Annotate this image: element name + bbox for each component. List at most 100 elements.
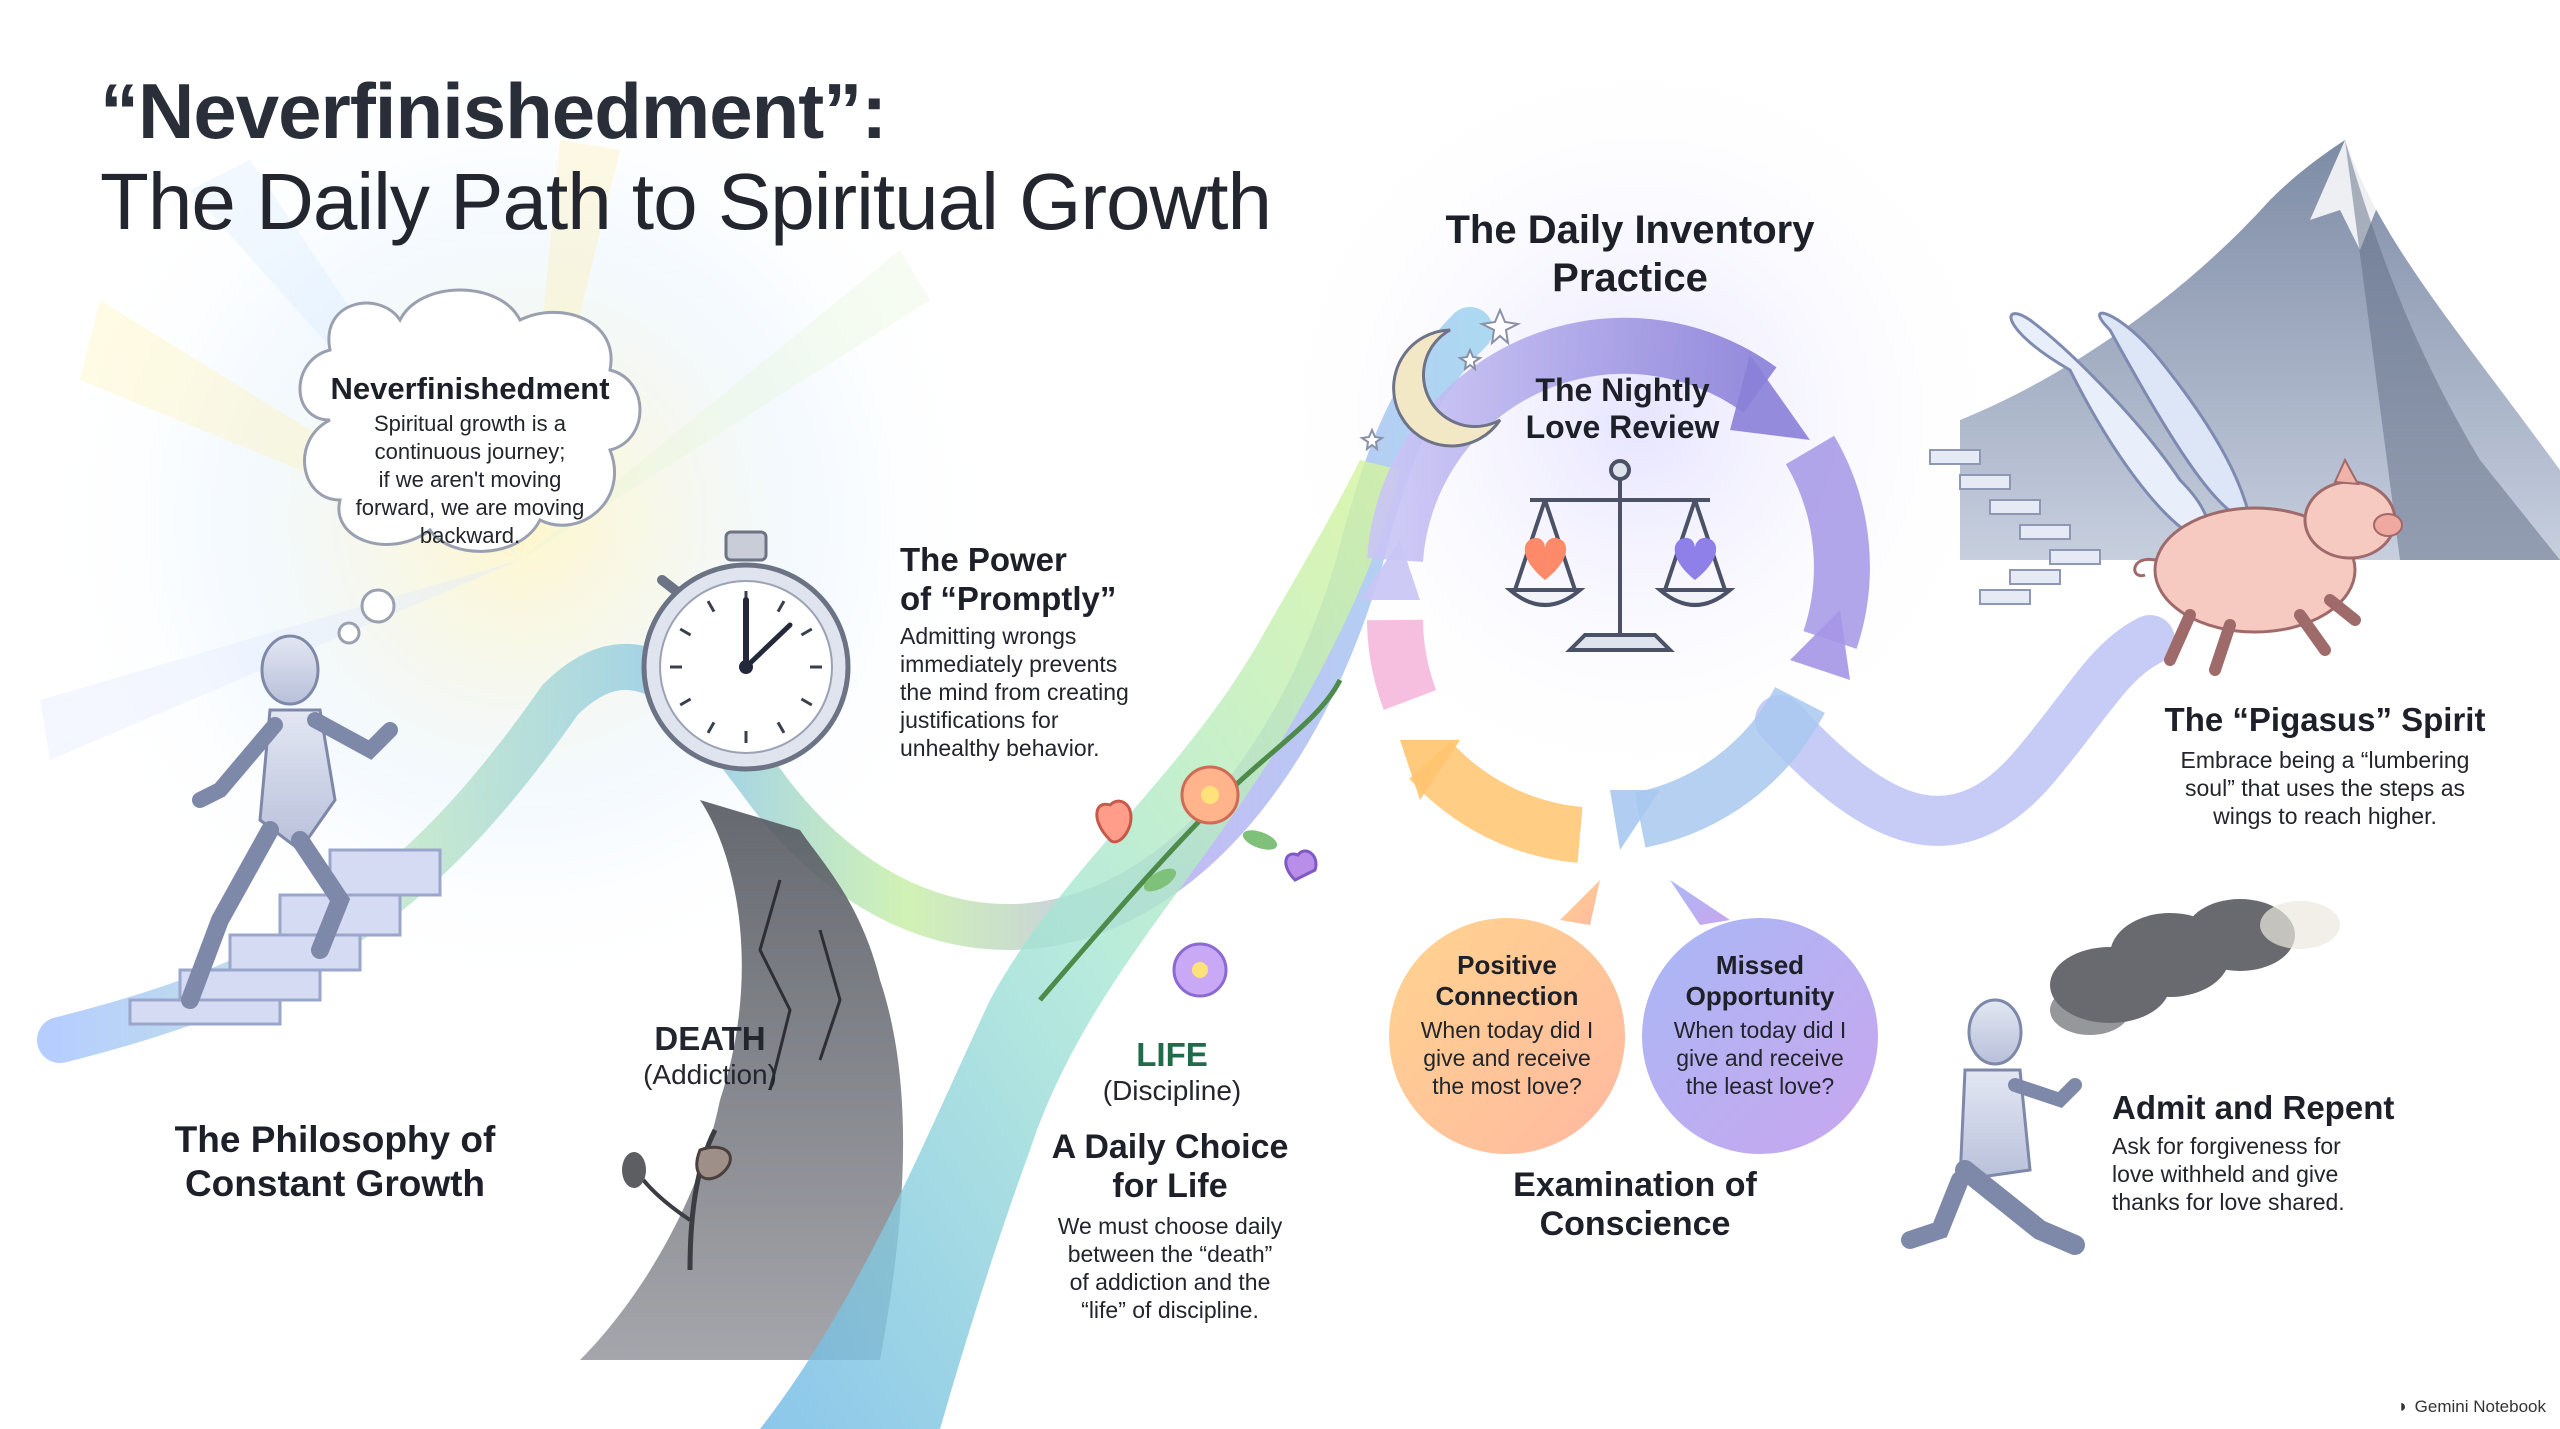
smoke-icon: [2050, 899, 2340, 1035]
mountain-icon: [1960, 140, 2560, 560]
thought-bubble-body: Spiritual growth is a continuous journey…: [300, 410, 640, 550]
conscience-heading-line: Conscience: [1539, 1205, 1731, 1243]
nightly-review-line: Love Review: [1525, 409, 1720, 445]
missed-heading-line: Opportunity: [1685, 981, 1835, 1011]
admit-block: Admit and Repent Ask for forgiveness for…: [2112, 1088, 2432, 1216]
promptly-heading-line: of “Promptly”: [900, 580, 1117, 617]
admit-heading: Admit and Repent: [2112, 1089, 2395, 1126]
missed-heading-line: Missed: [1715, 950, 1805, 980]
daily-choice-line: We must choose daily: [1057, 1213, 1283, 1239]
daily-choice-line: “life” of discipline.: [1081, 1297, 1259, 1323]
missed-bubble: [1642, 880, 1878, 1154]
stopwatch-tick: [800, 627, 813, 637]
inventory-heading: The Daily Inventory Practice: [1400, 206, 1860, 302]
inventory-heading-line: Practice: [1552, 256, 1708, 300]
stopwatch-tick: [679, 697, 692, 707]
kneeling-figure: [1901, 998, 2085, 1255]
promptly-heading-line: The Power: [900, 541, 1067, 578]
pigasus-line: soul” that uses the steps as: [2185, 775, 2465, 801]
death-sublabel: (Addiction): [643, 1059, 777, 1090]
wilted-flower-icon: [622, 1128, 732, 1271]
gemini-logo-icon: ◗: [2397, 1396, 2409, 1416]
admit-line: Ask for forgiveness for: [2112, 1133, 2341, 1159]
promptly-block: The Power of “Promptly” Admitting wrongs…: [900, 540, 1200, 762]
missed-opportunity-block: Missed Opportunity When today did I give…: [1650, 950, 1870, 1100]
path-to-pigasus: [1755, 615, 2175, 846]
thought-cloud: [298, 288, 642, 645]
positive-bubble: [1389, 880, 1625, 1154]
death-label: DEATH: [654, 1020, 766, 1057]
inventory-cycle: [1367, 317, 1870, 863]
missed-line: When today did I: [1673, 1017, 1847, 1043]
thought-line: backward.: [419, 523, 521, 548]
title-line2: The Daily Path to Spiritual Growth: [100, 157, 1272, 246]
title-line1: “Neverfinishedment”:: [100, 67, 887, 155]
promptly-line: immediately prevents: [900, 651, 1118, 677]
stopwatch-tick: [776, 600, 786, 613]
philosophy-heading: The Philosophy of Constant Growth: [140, 1118, 530, 1206]
positive-line: When today did I: [1420, 1017, 1594, 1043]
stopwatch-tick: [776, 721, 786, 734]
daily-choice-line: of addiction and the: [1069, 1269, 1271, 1295]
heart-missed-icon: [1674, 537, 1717, 580]
missed-line: the least love?: [1685, 1073, 1835, 1099]
thought-bubble-heading: Neverfinishedment: [330, 371, 610, 406]
promptly-body: Admitting wrongs immediately prevents th…: [900, 622, 1200, 762]
death-label-block: DEATH (Addiction): [610, 1020, 810, 1092]
promptly-line: Admitting wrongs: [900, 623, 1077, 649]
conscience-heading-line: Examination of: [1513, 1166, 1757, 1204]
missed-heading: Missed Opportunity: [1650, 950, 1870, 1012]
daily-choice-heading-line: A Daily Choice: [1051, 1128, 1289, 1166]
admit-body: Ask for forgiveness for love withheld an…: [2112, 1132, 2432, 1216]
promptly-line: the mind from creating: [900, 679, 1129, 705]
thought-bubble-text: Neverfinishedment Spiritual growth is a …: [300, 370, 640, 550]
moon-icon: [1392, 328, 1502, 448]
nightly-review-line: The Nightly: [1535, 372, 1710, 408]
staircase-right: [1929, 449, 2101, 605]
river: [760, 460, 1400, 1429]
life-sublabel: (Discipline): [1102, 1075, 1242, 1106]
brand-label: ◗ Gemini Notebook: [2398, 1396, 2546, 1417]
thought-line: if we aren't moving: [378, 467, 562, 492]
pigasus-body: Embrace being a “lumbering soul” that us…: [2150, 746, 2500, 830]
daily-choice-heading: A Daily Choice for Life: [1020, 1128, 1320, 1206]
inventory-heading-line: The Daily Inventory: [1445, 208, 1815, 252]
pigasus-line: wings to reach higher.: [2213, 803, 2437, 829]
scales-icon: [1504, 459, 1736, 652]
death-cliff: [580, 800, 904, 1360]
daily-choice-heading-line: for Life: [1112, 1167, 1228, 1205]
philosophy-heading-line: Constant Growth: [184, 1163, 486, 1204]
heart-positive-icon: [1524, 537, 1567, 580]
pigasus-line: Embrace being a “lumbering: [2180, 747, 2470, 773]
life-label-block: LIFE (Discipline): [1072, 1036, 1272, 1108]
cycle-arrowheads: [1360, 355, 1850, 850]
positive-line: the most love?: [1432, 1073, 1582, 1099]
admit-line: thanks for love shared.: [2112, 1189, 2345, 1215]
thought-line: Spiritual growth is a: [374, 411, 566, 436]
thought-line: forward, we are moving: [355, 495, 585, 520]
climbing-figure: [181, 634, 398, 1009]
promptly-line: justifications for: [900, 707, 1059, 733]
life-flowers-icon: [1038, 678, 1343, 1002]
brand-name: Gemini Notebook: [2414, 1396, 2546, 1416]
positive-heading-line: Connection: [1435, 981, 1579, 1011]
daily-choice-block: A Daily Choice for Life We must choose d…: [1020, 1128, 1320, 1324]
positive-connection-block: Positive Connection When today did I giv…: [1397, 950, 1617, 1100]
daily-choice-body: We must choose daily between the “death”…: [1020, 1212, 1320, 1324]
missed-line: give and receive: [1676, 1045, 1844, 1071]
daily-choice-line: between the “death”: [1067, 1241, 1273, 1267]
life-label: LIFE: [1136, 1036, 1208, 1073]
missed-body: When today did I give and receive the le…: [1650, 1016, 1870, 1100]
positive-line: give and receive: [1423, 1045, 1591, 1071]
conscience-heading: Examination of Conscience: [1480, 1166, 1790, 1244]
stopwatch-tick: [800, 697, 813, 707]
philosophy-heading-line: The Philosophy of: [174, 1119, 496, 1160]
pigasus-icon: [2009, 311, 2403, 676]
stopwatch-tick: [706, 600, 716, 613]
promptly-line: unhealthy behavior.: [900, 735, 1100, 761]
nightly-review-heading: The Nightly Love Review: [1500, 372, 1745, 446]
thought-line: continuous journey;: [374, 439, 566, 464]
stars-icon: [1359, 307, 1522, 452]
positive-body: When today did I give and receive the mo…: [1397, 1016, 1617, 1100]
admit-line: love withheld and give: [2112, 1161, 2339, 1187]
